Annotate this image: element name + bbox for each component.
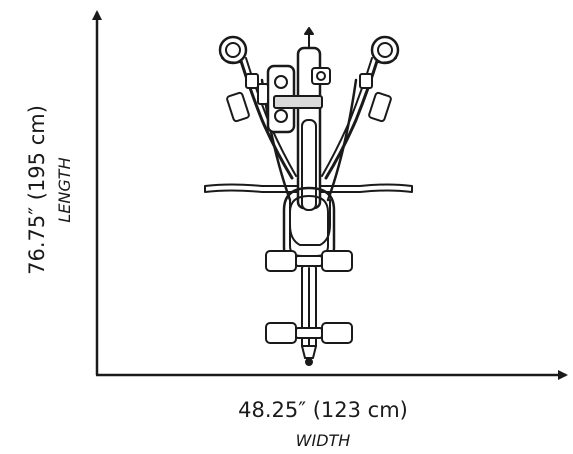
bottom-tip [301,345,317,366]
width-dimension-value: 48.25″ (123 cm) [238,398,408,422]
weight-stack-housing [257,64,331,134]
width-dimension-label: WIDTH [296,431,351,450]
machine-top-view-illustration [204,27,413,366]
length-dimension-label: LENGTH [55,157,74,222]
right-press-arm [321,35,400,180]
central-mast [296,27,322,211]
length-dimension-value: 76.75″ (195 cm) [25,105,49,275]
upper-roller-pads [265,250,353,272]
lower-roller-pads [265,322,353,344]
left-press-arm [218,35,297,180]
